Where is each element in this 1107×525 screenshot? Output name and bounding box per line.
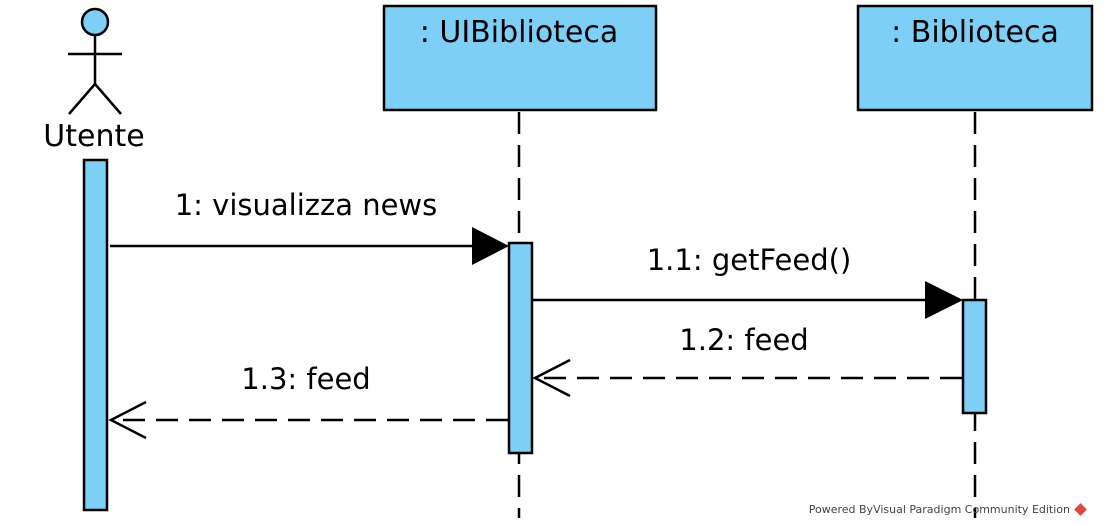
- message-label: 1.1: getFeed(): [647, 243, 852, 277]
- message-1[interactable]: 1: visualizza news: [110, 188, 509, 265]
- activation-bar-utente: [82, 158, 109, 512]
- message-1-2[interactable]: 1.2: feed: [532, 323, 962, 398]
- participant-label: : UIBiblioteca: [420, 15, 619, 50]
- participant-label: : Biblioteca: [891, 15, 1059, 50]
- activation-bar-biblioteca: [961, 298, 988, 415]
- message-label: 1.3: feed: [241, 362, 370, 396]
- actor-label: Utente: [43, 119, 144, 154]
- message-label: 1.2: feed: [679, 323, 808, 357]
- watermark-text: Powered By​Visual Paradigm Community Edi…: [808, 503, 1070, 516]
- open-arrowhead-icon: [532, 358, 571, 398]
- filled-arrowhead-icon: [925, 281, 963, 319]
- message-1-3[interactable]: 1.3: feed: [108, 362, 508, 440]
- actor-utente[interactable]: Utente: [43, 7, 145, 154]
- participant-box: [856, 4, 1094, 112]
- filled-arrowhead-icon: [472, 227, 509, 265]
- participant-uibiblioteca[interactable]: : UIBiblioteca: [382, 4, 658, 112]
- open-arrowhead-icon: [108, 400, 147, 440]
- activation-bar-uibiblioteca: [507, 241, 534, 455]
- watermark: Powered By​Visual Paradigm Community Edi…: [808, 503, 1087, 516]
- visual-paradigm-logo-icon: [1074, 503, 1087, 516]
- participant-box: [382, 4, 658, 112]
- message-1-1[interactable]: 1.1: getFeed(): [533, 243, 963, 319]
- message-label: 1: visualizza news: [175, 188, 438, 222]
- stick-figure-icon: [68, 7, 122, 115]
- participant-biblioteca[interactable]: : Biblioteca: [856, 4, 1094, 112]
